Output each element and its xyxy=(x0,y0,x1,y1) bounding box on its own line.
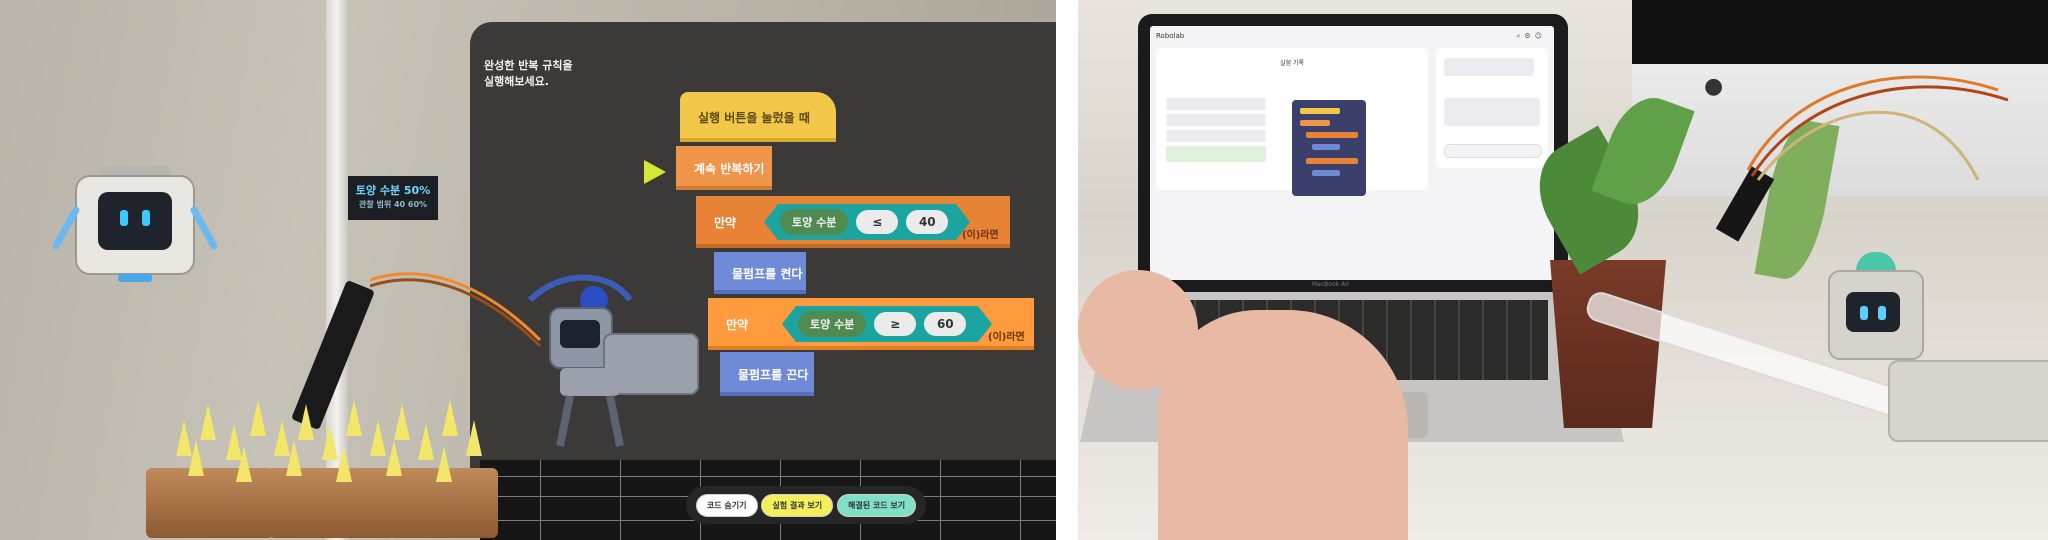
wall-edge xyxy=(326,0,348,540)
start-block-label: 실행 버튼을 눌렀을 때 xyxy=(698,110,810,125)
plant-pot xyxy=(1550,260,1666,428)
laptop-display: Robolab ⌕⚙☺ 실험 기록 xyxy=(1150,26,1554,280)
experiment-log-card: 실험 기록 xyxy=(1156,48,1428,196)
action-block-1-label: 물펌프를 켠다 xyxy=(732,266,803,281)
condition-2-value[interactable]: 60 xyxy=(924,312,966,336)
mini-code-view xyxy=(1292,100,1366,196)
laptop-brand: MacBook Air xyxy=(1312,281,1350,288)
right-hand xyxy=(1158,310,1408,540)
apple-logo-icon: ● xyxy=(1704,74,1724,99)
action-block-2-label: 물펌프를 끈다 xyxy=(738,367,809,382)
pump-robot xyxy=(527,274,699,447)
sensor-wire xyxy=(370,272,542,348)
desk-robot-eye-right xyxy=(1878,306,1886,320)
condition-2-operator[interactable]: ≥ xyxy=(874,312,916,336)
start-block[interactable]: 실행 버튼을 눌렀을 때 xyxy=(680,92,836,142)
soil-bed-2 xyxy=(268,468,396,538)
condition-2[interactable]: 토양 수분 ≥ 60 xyxy=(782,306,992,342)
view-solution-button[interactable]: 해결된 코드 보기 xyxy=(836,493,917,517)
photo-panel: ● Robolab ⌕⚙☺ 실험 기록 xyxy=(1078,0,2048,540)
experiment-log-title: 실험 기록 xyxy=(1280,60,1304,67)
desk-robot-face xyxy=(1846,292,1900,332)
log-list-left xyxy=(1166,98,1266,178)
condition-1-value[interactable]: 40 xyxy=(906,210,948,234)
condition-1[interactable]: 토양 수분 ≤ 40 xyxy=(764,204,970,240)
bottom-dock: 코드 숨기기 실험 결과 보기 해결된 코드 보기 xyxy=(686,486,926,524)
sensor-wires xyxy=(1746,75,2009,181)
if-block-2-suffix: (이)라면 xyxy=(988,332,1025,343)
instruction-text: 완성한 반복 규칙을 실행해보세요. xyxy=(484,59,573,88)
play-arrow-icon[interactable] xyxy=(644,160,666,184)
if-block-1-suffix: (이)라면 xyxy=(962,230,999,241)
sensor-readout: 토양 수분 50% 관찰 범위 40 60% xyxy=(348,176,438,220)
condition-1-operator[interactable]: ≤ xyxy=(856,210,898,234)
pump-stand xyxy=(1888,360,2048,442)
loop-block-label: 계속 반복하기 xyxy=(694,161,765,176)
condition-1-sensor: 토양 수분 xyxy=(780,209,848,235)
vr-scene-panel: 토양 수분 50% 관찰 범위 40 60% 완성한 반복 규칙을 실행해보세요… xyxy=(0,0,1056,540)
header-icons: ⌕⚙☺ xyxy=(1516,32,1546,40)
hide-code-button[interactable]: 코드 숨기기 xyxy=(695,493,758,517)
condition-2-sensor: 토양 수분 xyxy=(798,311,866,337)
sensor-readout-range: 관찰 범위 40 60% xyxy=(358,200,428,209)
app-name: Robolab xyxy=(1156,32,1185,40)
if-block-1-label: 만약 xyxy=(714,215,737,230)
action-block-1[interactable]: 물펌프를 켠다 xyxy=(714,252,806,294)
view-results-button[interactable]: 실험 결과 보기 xyxy=(761,493,834,517)
floating-robot xyxy=(52,166,218,282)
chat-side-card xyxy=(1436,48,1548,168)
soil-bed-1 xyxy=(146,468,274,538)
if-block-2-label: 만약 xyxy=(726,317,749,332)
desk-robot-eye-left xyxy=(1860,306,1868,320)
loop-block[interactable]: 계속 반복하기 xyxy=(676,146,772,190)
monitor-back xyxy=(1632,0,2048,64)
sensor-readout-title: 토양 수분 50% xyxy=(355,184,431,197)
action-block-2[interactable]: 물펌프를 끈다 xyxy=(720,352,814,396)
